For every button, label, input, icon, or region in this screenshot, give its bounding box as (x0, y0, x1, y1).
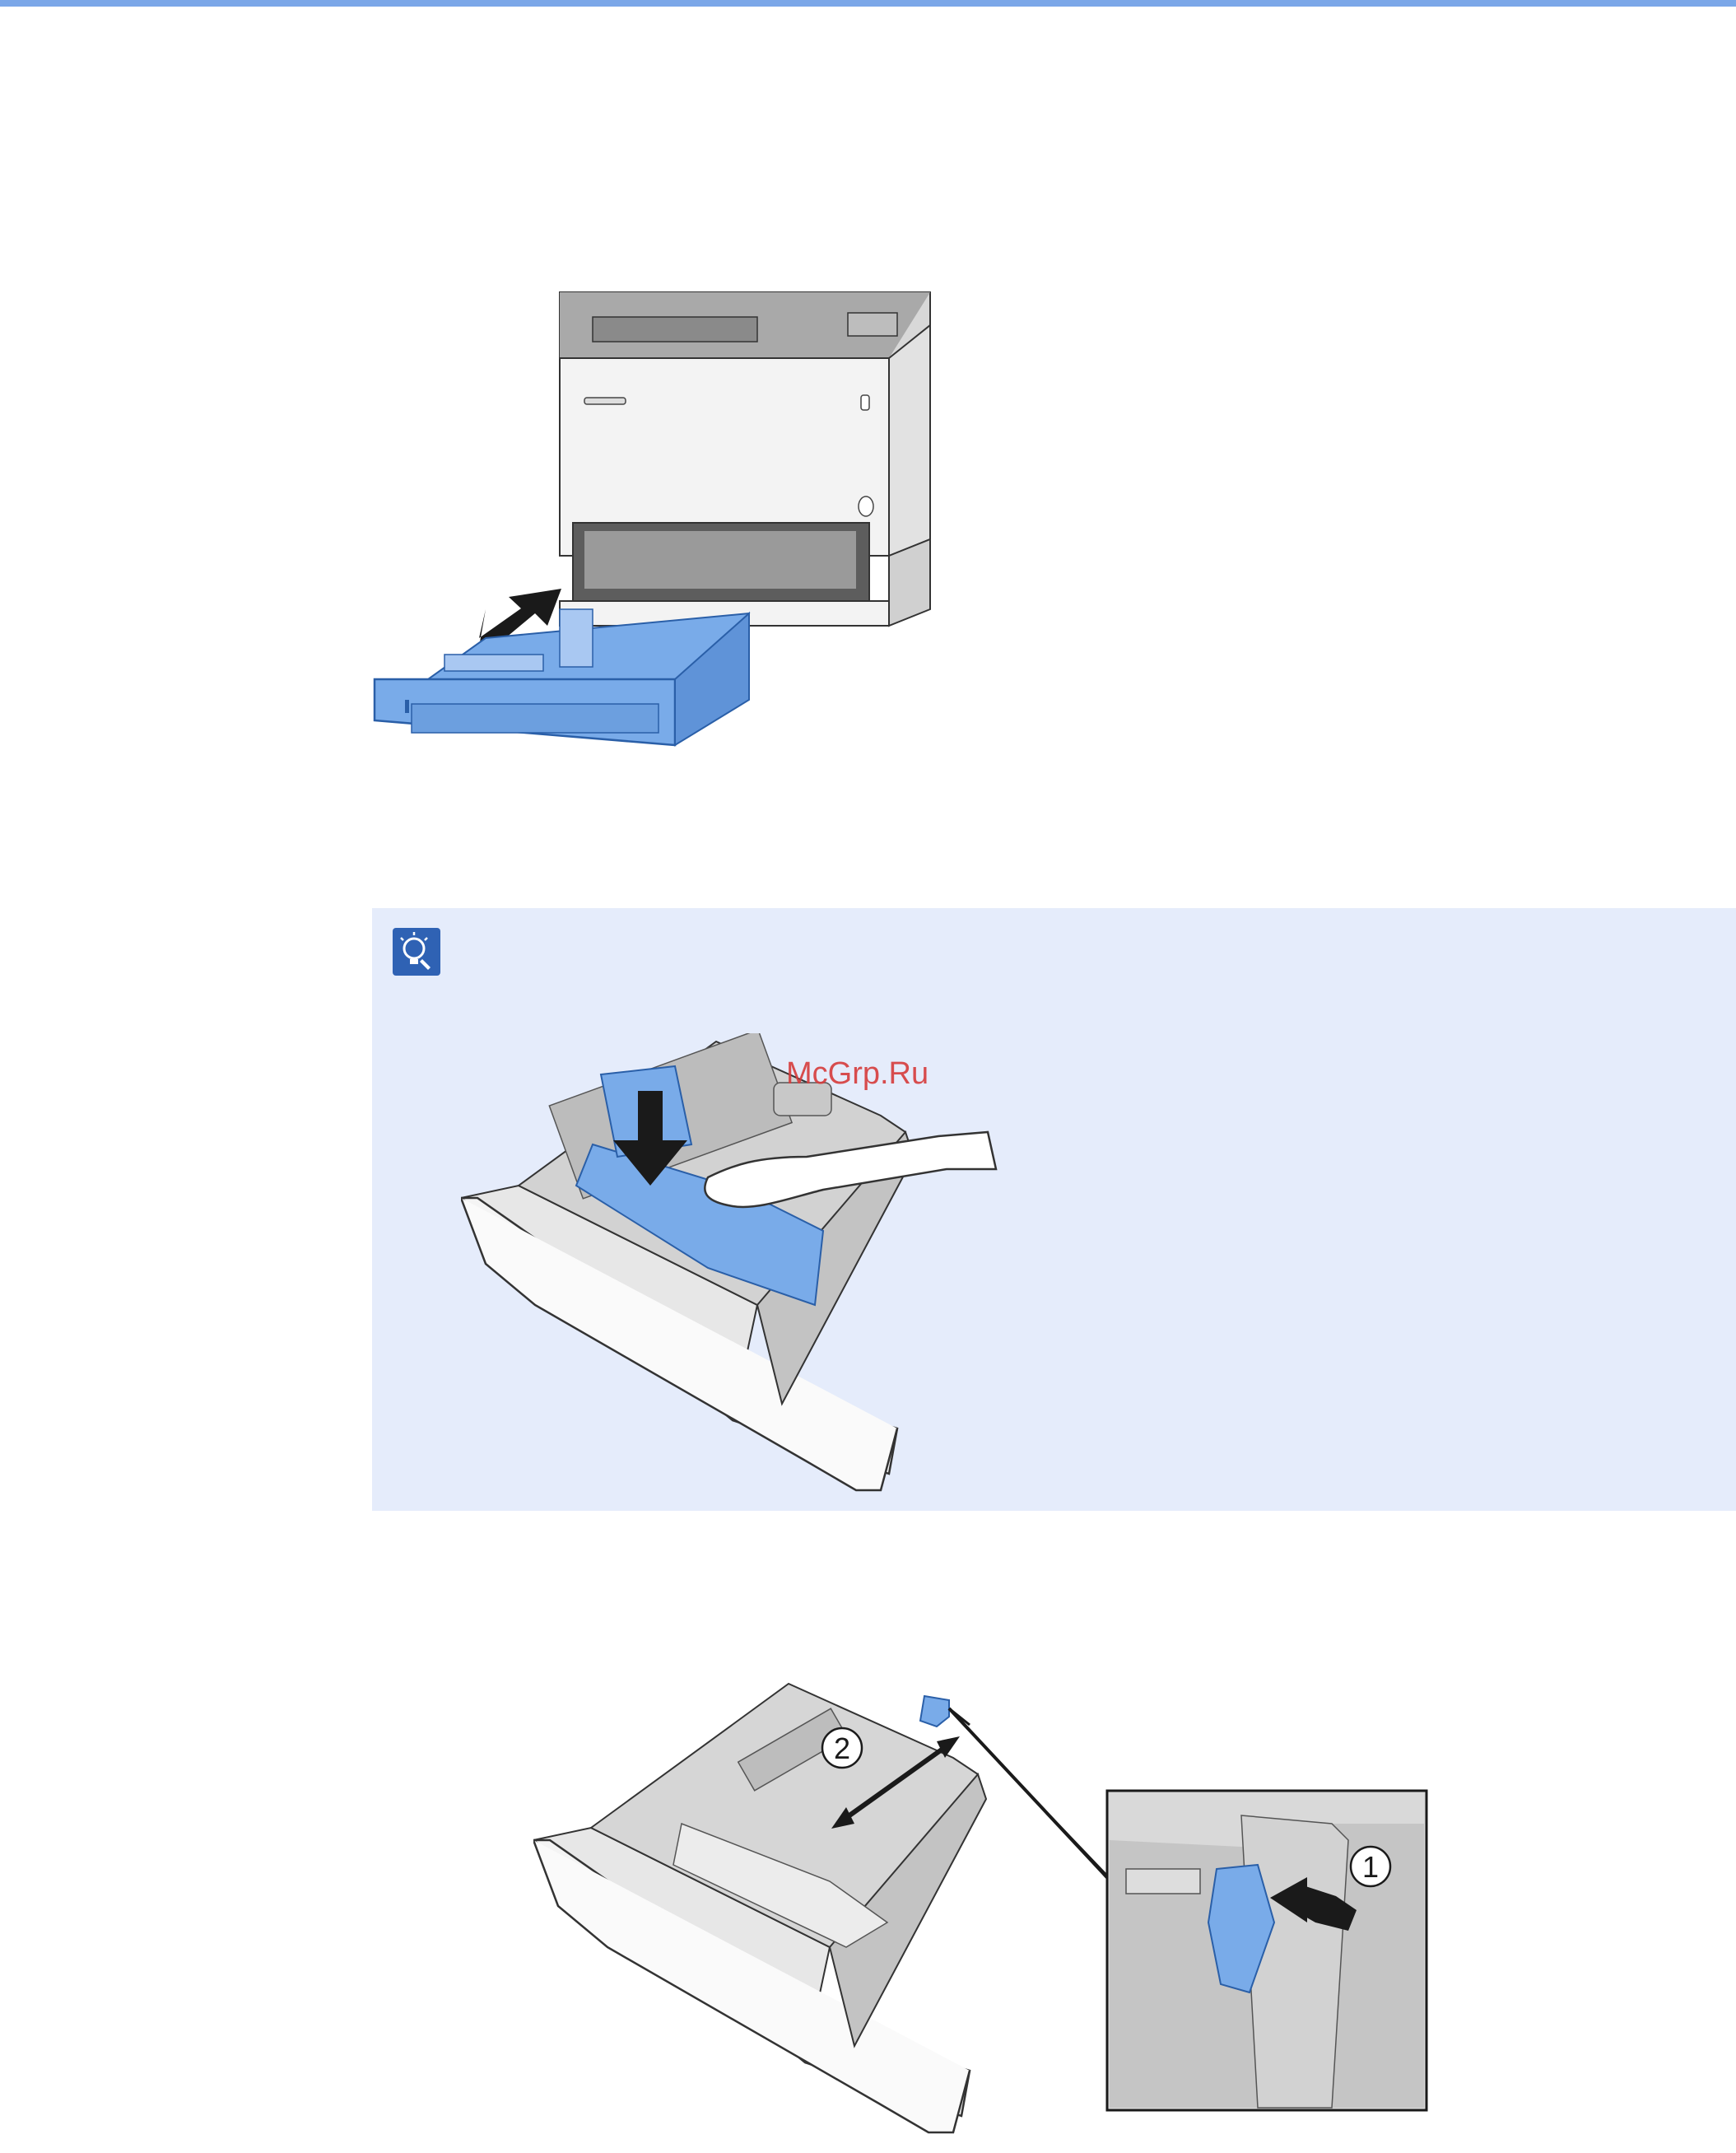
svg-text:1: 1 (1362, 1850, 1379, 1884)
printer-tray-removal-illustration (362, 284, 955, 885)
guide-lever (920, 1696, 949, 1727)
tray-gray (461, 1033, 914, 1490)
svg-text:2: 2 (834, 1731, 850, 1765)
printer (560, 292, 930, 626)
watermark-text: McGrp.Ru (786, 1056, 929, 1092)
detail-inset (1107, 1791, 1426, 2110)
callout-1: 1 (1351, 1847, 1390, 1886)
adjust-paper-guide-illustration: 2 1 (533, 1675, 1439, 2153)
lightbulb-hint-icon (393, 928, 440, 976)
top-rule (0, 0, 1736, 7)
paper-cassette (375, 609, 749, 745)
callout-2: 2 (822, 1728, 862, 1768)
press-bottom-plate-illustration (461, 1033, 1012, 1494)
tray-gray (533, 1684, 986, 2132)
